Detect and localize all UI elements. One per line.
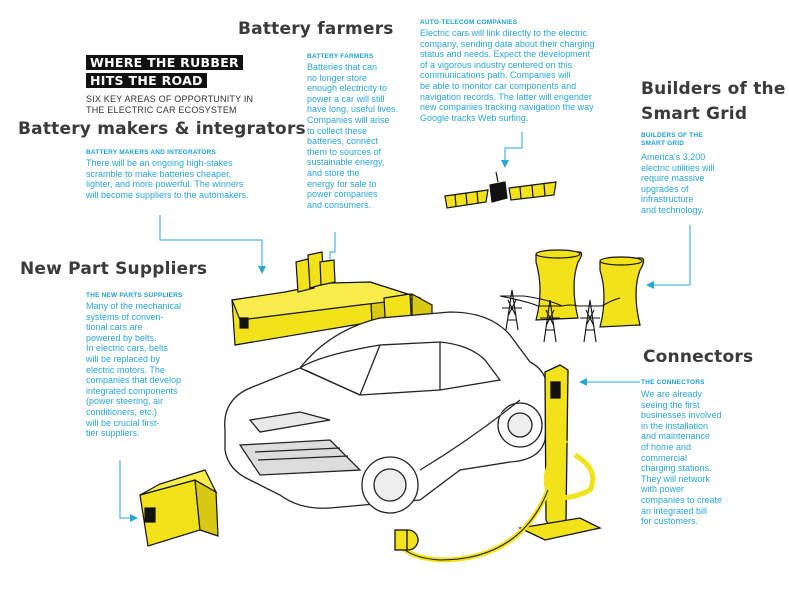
heading-connectors: Connectors (643, 347, 754, 367)
line-new-parts (119, 460, 132, 519)
label-battery-farmers: BATTERY FARMERS (307, 53, 374, 60)
headline-subtitle: SIX KEY AREAS OF OPPORTUNITY IN THE ELEC… (86, 94, 254, 115)
headline-block: WHERE THE RUBBER HITS THE ROAD SIX KEY A… (86, 54, 253, 115)
heading-smart-grid-line1: Builders of the (641, 79, 786, 99)
heading-battery-farmers: Battery farmers (238, 19, 394, 39)
callout-lines (119, 132, 691, 522)
charging-station-icon (394, 364, 602, 563)
cooling-tower-icon (535, 249, 645, 328)
headline-title-line2: HITS THE ROAD (86, 73, 207, 88)
line-battery-farmers (329, 232, 336, 262)
label-connectors: THE CONNECTORS (641, 379, 705, 386)
text-smart-grid: America's 3,200 electric utilities will … (641, 152, 715, 215)
line-auto-telecom (504, 132, 523, 162)
text-new-parts: Many of the mechanical systems of conven… (86, 301, 182, 439)
text-battery-farmers: Batteries that can no longer store enoug… (307, 62, 399, 210)
line-smart-grid (652, 225, 691, 286)
heading-smart-grid: Builders of the Smart Grid (641, 77, 786, 127)
text-battery-makers: There will be an ongoing high-stakes scr… (86, 158, 249, 200)
headline-title-line1: WHERE THE RUBBER (86, 55, 243, 70)
label-new-parts: THE NEW PARTS SUPPLIERS (86, 292, 183, 299)
label-auto-telecom: AUTO-TELECOM COMPANIES (420, 19, 518, 26)
power-pylon-icon (499, 289, 621, 343)
electric-car-icon (224, 311, 549, 514)
label-smart-grid: BUILDERS OF THE SMART GRID (641, 132, 703, 148)
label-smart-grid-line1: BUILDERS OF THE (641, 132, 703, 139)
heading-new-parts: New Part Suppliers (20, 259, 208, 279)
heading-smart-grid-line2: Smart Grid (641, 104, 748, 124)
text-connectors: We are already seeing the first business… (641, 389, 723, 527)
label-smart-grid-line2: SMART GRID (641, 140, 685, 147)
label-battery-makers: BATTERY MAKERS AND INTEGRATORS (86, 149, 216, 156)
satellite-icon (444, 171, 557, 209)
text-auto-telecom: Electric cars will link directly to the … (420, 28, 595, 123)
component-box-icon (139, 469, 219, 547)
heading-battery-makers: Battery makers & integrators (18, 119, 306, 139)
line-battery-makers (159, 215, 263, 268)
